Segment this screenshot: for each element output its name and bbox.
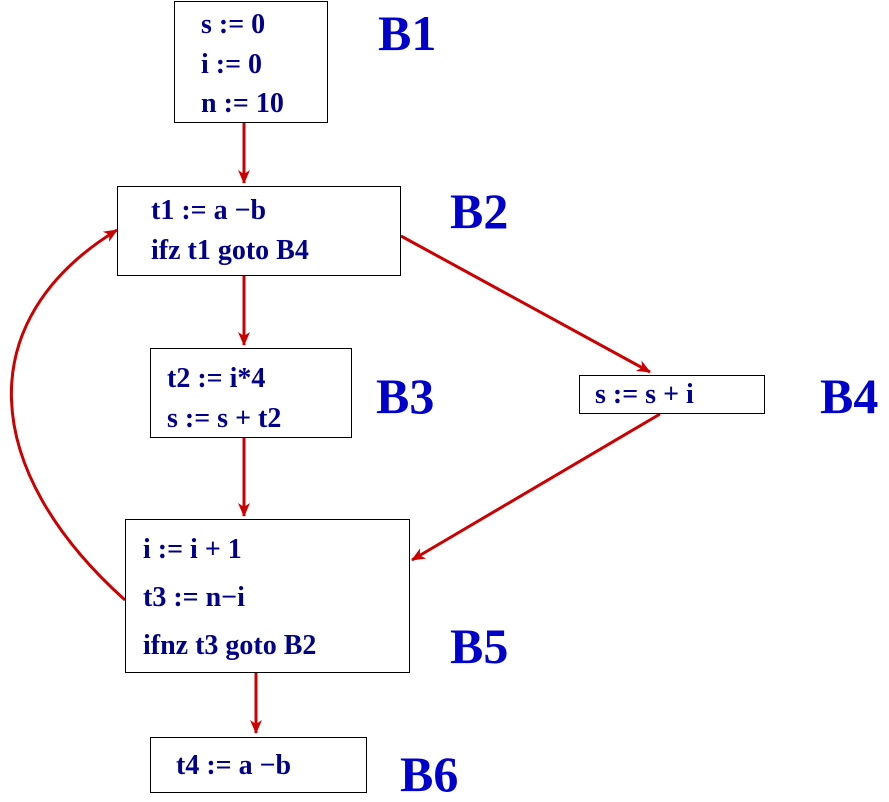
block-b1: s := 0 i := 0 n := 10 [174,1,328,123]
b1-line-3: n := 10 [201,88,284,119]
block-b5: i := i + 1 t3 := n−i ifnz t3 goto B2 [125,519,410,673]
b2-line-2: ifz t1 goto B4 [151,235,309,266]
b5-line-3: ifnz t3 goto B2 [143,630,317,661]
block-b3: t2 := i*4 s := s + t2 [150,348,352,438]
b1-line-1: s := 0 [201,9,266,40]
b5-line-1: i := i + 1 [143,534,242,565]
edge-b2-b4 [400,234,651,374]
b2-line-1: t1 := a −b [151,195,267,226]
label-b2: B2 [450,183,509,239]
label-b5: B5 [450,618,509,674]
block-b4: s := s + i [579,375,765,414]
b3-line-2: s := s + t2 [167,403,282,434]
b5-line-2: t3 := n−i [143,582,245,613]
label-b6: B6 [400,746,459,802]
edge-b5-b2 [9,228,127,602]
label-b4: B4 [820,368,879,424]
edge-b4-b5 [411,412,661,562]
label-b1: B1 [378,5,437,61]
b3-line-1: t2 := i*4 [167,363,266,394]
block-b2: t1 := a −b ifz t1 goto B4 [117,186,401,276]
b6-line-1: t4 := a −b [176,750,292,781]
label-b3: B3 [376,368,435,424]
b4-line-1: s := s + i [595,379,694,410]
block-b6: t4 := a −b [150,737,367,793]
b1-line-2: i := 0 [201,49,263,80]
